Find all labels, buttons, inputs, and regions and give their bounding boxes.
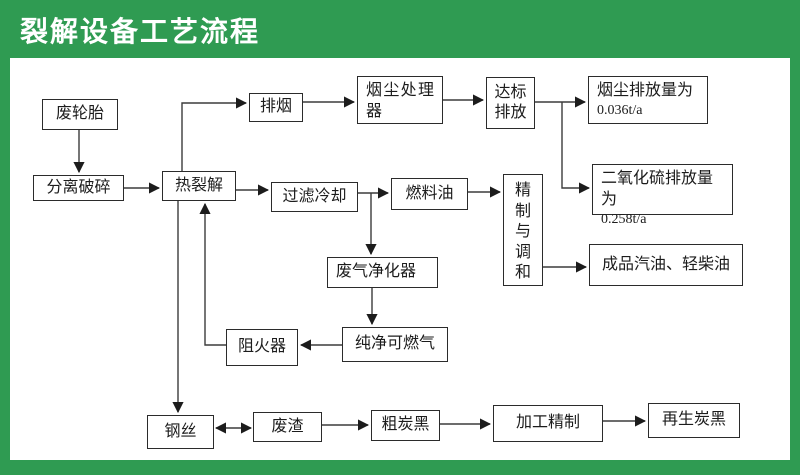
- node-so2-emission: 二氧化硫排放量为 0.258t/a: [592, 164, 733, 227]
- node-filter-cooling: 过滤冷却: [271, 182, 358, 212]
- node-gas-purifier: 废气净化器: [327, 257, 438, 288]
- node-waste-residue: 废渣: [253, 412, 322, 442]
- node-product-oils: 成品汽油、轻柴油: [589, 244, 743, 286]
- node-pyrolysis: 热裂解: [162, 171, 236, 201]
- node-standard-discharge-label: 达标排放: [494, 84, 527, 121]
- flow-arrows: [73, 94, 647, 434]
- flowchart-canvas: 废轮胎 分离破碎 热裂解 排烟 烟尘处理器 达标排放 烟尘排放量为 0.036t…: [10, 58, 790, 460]
- node-processing-refine: 加工精制: [493, 405, 603, 442]
- dust-emission-value: 0.036t/a: [597, 102, 643, 118]
- arrow-pyrolysis-to-smoke: [181, 97, 248, 171]
- so2-emission-value: 0.258t/a: [601, 211, 647, 227]
- so2-emission-label: 二氧化硫排放量为: [601, 170, 714, 208]
- page-title: 裂解设备工艺流程: [20, 16, 261, 47]
- node-steel-wire: 钢丝: [147, 415, 214, 449]
- node-separate-crush: 分离破碎: [33, 175, 124, 201]
- node-refine-blend: 精制与调和: [503, 174, 543, 286]
- node-flame-arrester: 阻火器: [226, 329, 298, 366]
- arrow-arrester-to-pyrolysis: [199, 202, 226, 346]
- node-regenerated-carbon-black: 再生炭黑: [648, 403, 740, 438]
- node-crude-carbon-black: 粗炭黑: [371, 410, 440, 441]
- node-smoke-exhaust: 排烟: [249, 93, 303, 122]
- node-dust-emission: 烟尘排放量为 0.036t/a: [588, 76, 708, 124]
- arrow-branch-to-so2: [561, 102, 591, 194]
- node-dust-processor: 烟尘处理器: [357, 76, 443, 124]
- dust-emission-label: 烟尘排放量为: [597, 82, 694, 99]
- node-refine-blend-label: 精制与调和: [514, 182, 531, 281]
- node-standard-discharge: 达标排放: [486, 77, 535, 129]
- node-fuel-oil: 燃料油: [391, 178, 468, 210]
- node-waste-tire: 废轮胎: [42, 99, 118, 130]
- node-pure-combustible-gas: 纯净可燃气: [342, 327, 448, 362]
